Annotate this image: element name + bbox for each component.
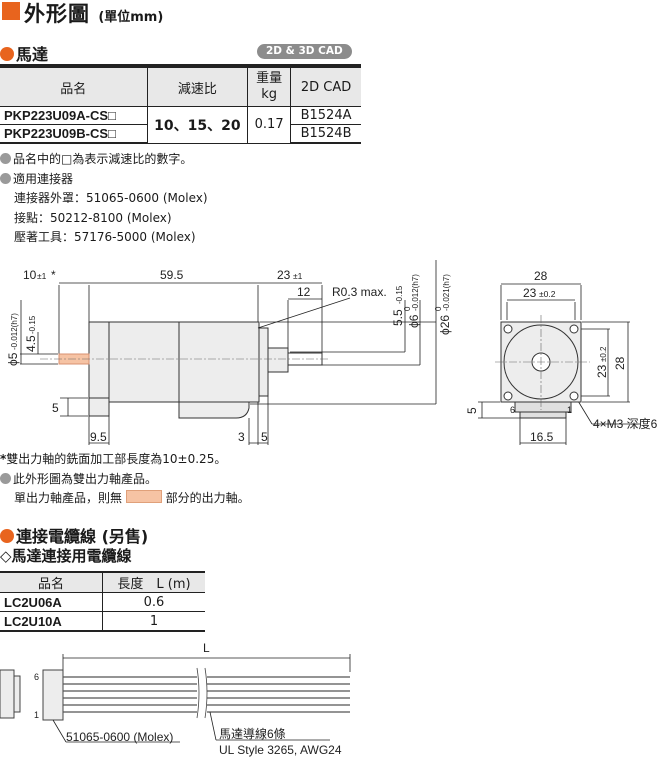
drawing-notes: *雙出力軸的銑面加工部長度為10±0.25。 此外形圖為雙出力軸產品。 單出力軸… [0, 450, 250, 509]
col-model: 品名 [0, 66, 148, 107]
dimension-label: 1 [34, 710, 39, 720]
unit-label: (單位mm) [98, 10, 164, 25]
dimension-label: L [203, 641, 210, 655]
dimension-label: * [51, 268, 56, 282]
cad-cell[interactable]: B1524A [290, 106, 361, 125]
notes: 品名中的□為表示減速比的數字。 適用連接器 連接器外罩：51065-0600 (… [0, 150, 208, 248]
text-label: 外形圖 [24, 2, 90, 26]
bullet-icon [0, 472, 11, 484]
col-cad: 2D CAD [290, 66, 361, 107]
dimension-label: 6 [34, 672, 39, 682]
cable-drawing: L 6 1 51065-0600 (Molex) 馬達導線6條 UL Style… [0, 641, 351, 757]
table-row: LC2U10A 1 [0, 611, 205, 632]
dimension-label: ±0.2 [599, 346, 608, 362]
dimension-label: 9.5 [90, 430, 107, 444]
text-label: 馬達 [16, 45, 49, 64]
col-length: 長度 L (m) [102, 571, 205, 593]
dimension-label: ϕ26 [438, 315, 452, 335]
dimension-label: -0.15 [395, 285, 404, 304]
table-row: PKP223U09A-CS□ 10、15、20 0.17 B1524A [0, 106, 361, 144]
dimension-label: 4×M3 深度6 [593, 416, 658, 431]
text-label: 接點：50212-8100 (Molex) [14, 210, 172, 225]
dimension-label: 5 [261, 430, 268, 444]
dimension-label: 28 [534, 269, 548, 283]
page-title: 外形圖 (單位mm) [24, 0, 163, 28]
text-label: 重量 [256, 71, 283, 86]
dimension-label: ±0.2 [539, 289, 556, 299]
mass-cell: 0.17 [247, 106, 292, 144]
dimension-label: 5 [465, 407, 479, 414]
dimension-label: R0.3 max. [332, 285, 387, 299]
cad-cell[interactable]: B1524B [290, 124, 361, 144]
dimension-label: 28 [613, 356, 627, 370]
ratio-cell: 10、15、20 [146, 106, 249, 144]
dimension-label: 5.5 [391, 309, 405, 326]
cable-subtitle: ◇馬達連接用電纜線 [0, 547, 132, 565]
dimension-label: 12 [297, 285, 311, 299]
dimension-label: ϕ5 [6, 352, 20, 366]
dimension-label: -0.021(h7) [442, 274, 451, 311]
text-label: 連接電纜線 (另售) [16, 527, 149, 546]
table-row: LC2U06A 0.6 [0, 592, 205, 612]
model-cell: PKP223U09B-CS□ [0, 124, 148, 144]
dimension-label: 0 [403, 306, 412, 311]
text-label: 雙出力軸的銑面加工部長度為10±0.25。 [6, 452, 227, 466]
length-cell: 0.6 [102, 592, 205, 612]
text-label: 適用連接器 [13, 171, 74, 186]
dimension-label: ±1 [293, 271, 303, 281]
cable-table: 品名 長度 L (m) LC2U06A 0.6 LC2U10A 1 [0, 571, 205, 632]
dimension-label: 6 [510, 405, 515, 415]
bullet-icon [0, 153, 11, 164]
dimension-label: 59.5 [160, 268, 184, 282]
text-label: 單出力軸產品，則無 [14, 491, 123, 505]
cad-badge[interactable]: 2D & 3D CAD [257, 44, 352, 59]
bullet-icon [0, 529, 14, 543]
bullet-icon [0, 47, 14, 61]
motor-drawing: 10 ±1 * 59.5 23 ±1 12 R0.3 max. 5.5 -0.1… [6, 260, 658, 445]
model-cell: PKP223U09A-CS□ [0, 106, 148, 125]
dimension-label: 10 [23, 268, 37, 282]
text-label: 此外形圖為雙出力軸產品。 [13, 471, 158, 486]
dimension-label: 0 [434, 306, 443, 311]
bullet-icon [0, 172, 11, 184]
col-model: 品名 [0, 571, 103, 593]
dimension-label: 16.5 [530, 430, 554, 444]
dimension-label: 馬達導線6條 [219, 726, 286, 741]
cable-section-title: 連接電纜線 (另售) [0, 523, 148, 547]
dimension-label: ±1 [37, 271, 47, 281]
dimension-label: ϕ6 [407, 314, 421, 328]
dimension-label: 4.5 [24, 335, 38, 352]
model-cell: LC2U06A [0, 592, 103, 612]
dimension-label: 51065-0600 (Molex) [66, 730, 173, 744]
dimension-label: -0.15 [28, 315, 37, 334]
dimension-label: UL Style 3265, AWG24 [219, 743, 342, 757]
dimension-label: -0.012(h7) [411, 274, 420, 311]
dimension-label: 23 [595, 364, 609, 378]
table-row: PKP223U09B-CS□ B1524B [0, 124, 361, 144]
motor-section-title: 馬達 [0, 41, 48, 65]
text-label: * [0, 452, 7, 466]
model-cell: LC2U10A [0, 611, 103, 632]
dimension-label: -0.012(h7) [10, 313, 19, 350]
section-rule [0, 64, 361, 66]
shaft-swatch [125, 490, 162, 503]
text-label: 部分的出力軸。 [165, 491, 250, 505]
text-label: 壓著工具：57176-5000 (Molex) [14, 230, 196, 244]
text-label: 連接器外罩：51065-0600 (Molex) [14, 191, 208, 205]
dimension-label: 5 [52, 401, 59, 415]
text-label: 品名中的□為表示減速比的數字。 [13, 152, 193, 166]
dimension-label: 1 [567, 405, 572, 415]
dimension-label: 3 [238, 430, 245, 444]
dimension-label: 23 [277, 268, 291, 282]
dimension-label: 23 [523, 286, 537, 300]
title-marker [2, 2, 20, 20]
text-label: kg [261, 87, 278, 102]
length-cell: 1 [102, 611, 205, 632]
col-ratio: 減速比 [146, 66, 249, 107]
